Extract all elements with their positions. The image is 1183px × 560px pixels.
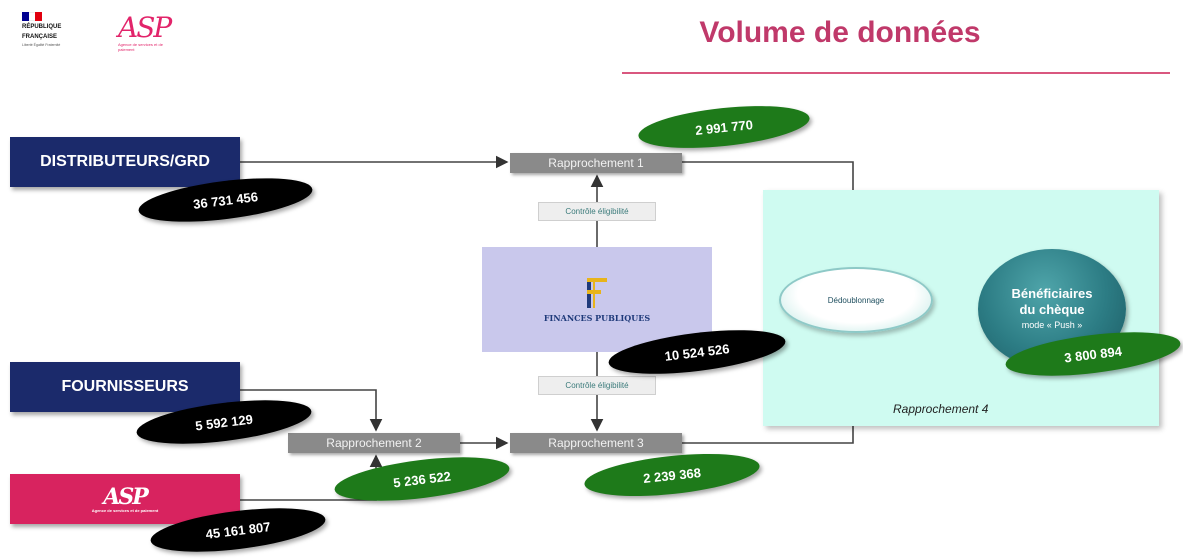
rapprochement-2-box: Rapprochement 2 bbox=[288, 433, 460, 453]
asp-source-tagline: Agence de services et de paiement bbox=[91, 507, 159, 513]
source-fournisseurs-label: FOURNISSEURS bbox=[61, 378, 189, 395]
asp-logo: ASP Agence de services et de paiement bbox=[118, 14, 178, 54]
dedoublonnage-label: Dédoublonnage bbox=[827, 295, 885, 305]
rapprochement-4-label: Rapprochement 4 bbox=[893, 402, 989, 416]
flag-white bbox=[28, 12, 36, 21]
arrow-fournisseurs-to-r2 bbox=[240, 389, 383, 432]
source-distributeurs: DISTRIBUTEURS/GRD bbox=[10, 137, 240, 187]
rf-line2: FRANÇAISE bbox=[22, 34, 58, 40]
source-asp: ASP Agence de services et de paiement bbox=[10, 474, 240, 524]
title-underline bbox=[622, 72, 1170, 74]
dgfip-logo-icon bbox=[587, 278, 607, 308]
dedoublonnage-node: Dédoublonnage bbox=[779, 267, 933, 333]
republique-francaise-logo: RÉPUBLIQUE FRANÇAISE Liberté Égalité Fra… bbox=[22, 12, 92, 72]
rapprochement-2-label: Rapprochement 2 bbox=[326, 436, 422, 450]
dgfip-label: FINANCES PUBLIQUES bbox=[543, 313, 651, 323]
asp-logo-tagline: Agence de services et de paiement bbox=[118, 42, 163, 52]
rf-motto: Liberté Égalité Fraternité bbox=[22, 43, 61, 47]
controle-eligibilite-top: Contrôle éligibilité bbox=[538, 202, 656, 221]
rapprochement-1-label: Rapprochement 1 bbox=[548, 156, 644, 170]
flag-red bbox=[35, 12, 43, 21]
beneficiaires-line3: mode « Push » bbox=[1021, 320, 1083, 330]
asp-logo-mark: ASP bbox=[118, 11, 172, 44]
page-title: Volume de données bbox=[699, 16, 981, 49]
rf-line1: RÉPUBLIQUE bbox=[22, 24, 62, 30]
rapprochement-3-box: Rapprochement 3 bbox=[510, 433, 682, 453]
controle-eligibilite-top-label: Contrôle éligibilité bbox=[565, 207, 629, 216]
controle-eligibilite-bottom-label: Contrôle éligibilité bbox=[565, 381, 629, 390]
rapprochement-3-label: Rapprochement 3 bbox=[548, 436, 644, 450]
source-fournisseurs: FOURNISSEURS bbox=[10, 362, 240, 412]
source-distributeurs-label: DISTRIBUTEURS/GRD bbox=[40, 153, 210, 170]
controle-eligibilite-bottom: Contrôle éligibilité bbox=[538, 376, 656, 395]
flag-blue bbox=[22, 12, 29, 21]
french-flag-icon bbox=[22, 12, 43, 21]
asp-source-mark: ASP bbox=[103, 483, 148, 510]
beneficiaires-line1: Bénéficiaires bbox=[1011, 286, 1093, 301]
rapprochement-1-box: Rapprochement 1 bbox=[510, 153, 682, 173]
dgfip-box: FINANCES PUBLIQUES bbox=[482, 247, 712, 352]
beneficiaires-line2: du chèque bbox=[1019, 302, 1085, 317]
